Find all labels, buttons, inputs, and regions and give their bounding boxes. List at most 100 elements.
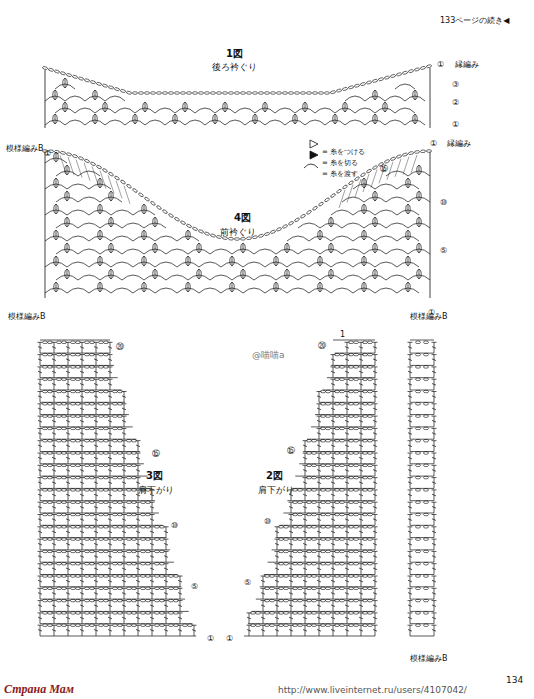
chain-stitch [112, 403, 117, 406]
stitch-line [80, 354, 85, 355]
stitch-line [66, 440, 71, 441]
stitch-line [108, 416, 113, 417]
stitch-line [345, 605, 349, 607]
chain-stitch [283, 612, 288, 615]
stitch-line [94, 470, 98, 472]
stitch-line [373, 593, 377, 595]
stitch-cluster [362, 283, 366, 292]
stitch-line [303, 551, 308, 552]
stitch-line [94, 408, 98, 410]
stitch-cluster [109, 270, 113, 279]
chain-loop [195, 108, 215, 113]
stitch-line [56, 152, 57, 162]
chain-stitch [42, 476, 47, 479]
stitch-line [261, 605, 265, 607]
stitch-line [331, 576, 336, 577]
stitch-line [80, 384, 84, 386]
stitch-cluster [197, 244, 201, 253]
stitch-line [52, 563, 57, 564]
chain-stitch [42, 452, 47, 455]
stitch-line [199, 269, 200, 279]
stitch-cluster [183, 103, 187, 112]
stitch-line [100, 230, 101, 240]
chain-stitch [70, 489, 75, 492]
stitch-line [66, 502, 71, 503]
stitch-line [38, 543, 42, 545]
stitch-line [364, 282, 365, 292]
stitch-line [122, 477, 127, 478]
chain-stitch [70, 599, 75, 602]
chain-stitch [325, 624, 330, 627]
stitch-line [345, 568, 349, 570]
stitch-line [108, 465, 113, 466]
chain-stitch [98, 501, 103, 504]
stitch-line [317, 625, 322, 626]
stitch-line [66, 396, 70, 398]
chain-stitch [84, 513, 89, 516]
stitch-line [38, 580, 42, 582]
chain-stitch [70, 439, 75, 442]
stitch-line [275, 556, 279, 558]
stitch-line [52, 612, 57, 613]
stitch-line [40, 574, 178, 575]
chain-stitch [126, 439, 131, 442]
stitch-line [317, 630, 321, 632]
stitch-line [150, 543, 154, 545]
stitch-line [52, 593, 56, 595]
chain-loop [331, 210, 353, 215]
stitch-line [56, 282, 57, 292]
chain-stitch [56, 562, 61, 565]
stitch-line [52, 507, 56, 509]
chain-stitch [325, 587, 330, 590]
chain-loop [265, 120, 285, 125]
stitch-line [108, 514, 113, 515]
stitch-line [303, 605, 307, 607]
stitch-line [136, 625, 141, 626]
stitch-line [94, 551, 99, 552]
stitch-line [411, 155, 417, 173]
chain-stitch [325, 562, 330, 565]
stitch-cluster [285, 270, 289, 279]
stitch-line [359, 580, 363, 582]
stitch-line [111, 269, 112, 279]
chain-loop [105, 120, 125, 125]
stitch-line [94, 403, 99, 404]
chain-stitch [339, 624, 344, 627]
stitch-line [94, 465, 99, 466]
chain-stitch [339, 489, 344, 492]
chain-stitch [56, 403, 61, 406]
stitch-line [108, 630, 112, 632]
stitch-line [276, 256, 277, 266]
stitch-line [136, 502, 141, 503]
chain-stitch [56, 378, 61, 381]
chain-stitch [306, 210, 312, 215]
chain-stitch [283, 624, 288, 627]
stitch-line [136, 470, 140, 472]
stitch-line [331, 563, 336, 564]
chain-stitch [70, 378, 75, 381]
stitch-line [345, 539, 350, 540]
stitch-line [178, 625, 183, 626]
stitch-line [66, 593, 70, 595]
stitch-line [373, 531, 377, 533]
stitch-line [375, 90, 376, 100]
stitch-line [275, 563, 280, 564]
chain-stitch [126, 464, 131, 467]
stitch-cluster [362, 231, 366, 240]
chain-loop [375, 288, 397, 293]
stitch-line [80, 605, 84, 607]
chain-loop [65, 120, 85, 125]
stitch-line [345, 576, 350, 577]
chain-stitch [70, 403, 75, 406]
chain-stitch [324, 197, 330, 202]
chain-stitch [269, 612, 274, 615]
chain-stitch [42, 538, 47, 541]
stitch-line [199, 243, 200, 253]
chain-stitch [367, 612, 372, 615]
stitch-line [136, 605, 140, 607]
chain-stitch [72, 154, 78, 158]
stitch-cluster [186, 283, 190, 292]
stitch-line [122, 588, 127, 589]
chain-stitch [70, 526, 75, 529]
stitch-line [40, 611, 189, 612]
